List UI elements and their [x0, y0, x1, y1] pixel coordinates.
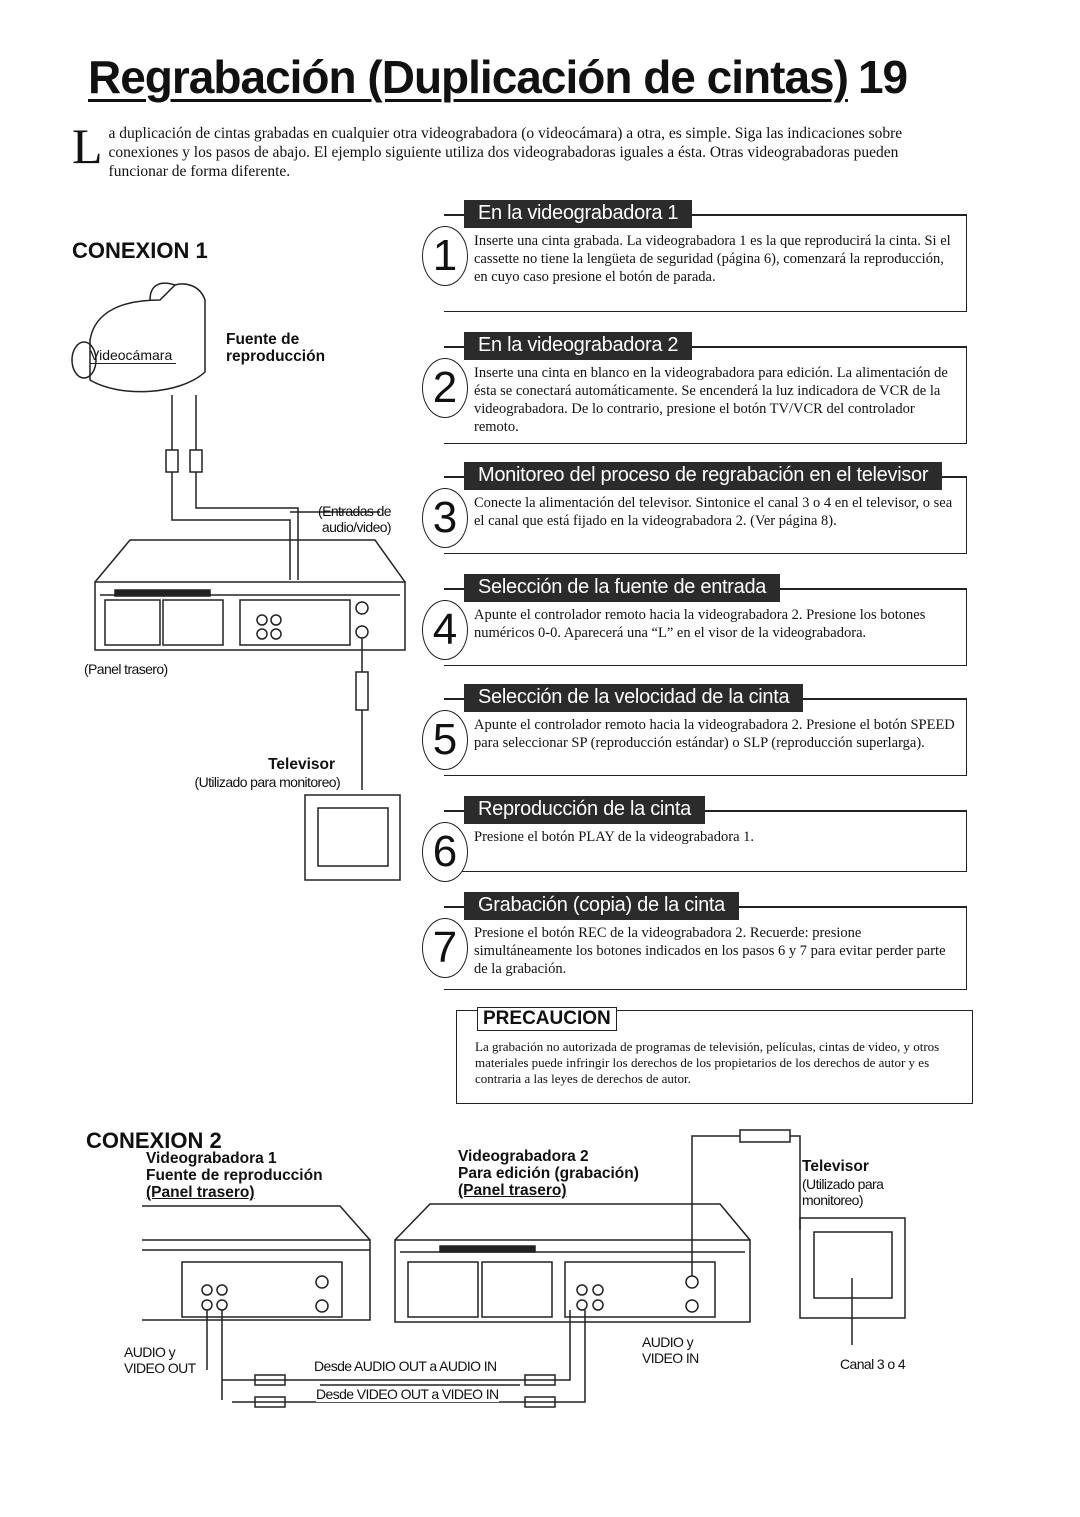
conexion2-heading: CONEXION 2 [86, 1128, 222, 1153]
tv-label: Televisor [268, 756, 335, 773]
step-number: 5 [422, 710, 468, 770]
step-box [444, 810, 967, 872]
intro-text: a duplicación de cintas grabadas en cual… [108, 125, 903, 180]
out-label: AUDIO y VIDEO OUT [124, 1344, 196, 1376]
step-number: 1 [422, 226, 468, 286]
vcr2-label-3: (Panel trasero) [458, 1182, 567, 1199]
tv-sublabel: (Utilizado para monitoreo) [194, 774, 341, 790]
step-number: 7 [422, 918, 468, 978]
step-1: En la videograbadora 1 1 Inserte una cin… [422, 200, 967, 312]
step-number: 3 [422, 488, 468, 548]
precaution-title: PRECAUCION [477, 1007, 617, 1031]
step-7: Grabación (copia) de la cinta 7 Presione… [422, 892, 967, 990]
tv2-label: Televisor [802, 1158, 869, 1175]
camcorder-label: Videocámara [90, 347, 177, 364]
step-text: Apunte el controlador remoto hacia la vi… [474, 717, 955, 751]
step-title: Selección de la fuente de entrada [464, 574, 781, 602]
channel-label: Canal 3 o 4 [840, 1356, 906, 1372]
page-number: 19 [857, 51, 908, 103]
vcr-rear-panel-icon [94, 581, 406, 651]
step-4: Selección de la fuente de entrada 4 Apun… [422, 574, 967, 666]
step-6: Reproducción de la cinta 6 Presione el b… [422, 796, 967, 882]
vcr2-icon [394, 1239, 751, 1323]
step-title: En la videograbadora 1 [464, 200, 693, 228]
camcorder-icon [89, 283, 206, 393]
inputs-label: (Entradas de audio/video) [318, 503, 392, 535]
step-2: En la videograbadora 2 2 Inserte una cin… [422, 332, 967, 444]
step-box [444, 214, 967, 312]
step-title: Reproducción de la cinta [464, 796, 705, 824]
tv2-sublabel: (Utilizado para monitoreo) [802, 1176, 884, 1208]
conexion1-heading: CONEXION 1 [72, 238, 208, 263]
in-label: AUDIO y VIDEO IN [642, 1334, 699, 1366]
page-title-text: Regrabación (Duplicación de cintas) [88, 51, 849, 103]
video-cable-label: Desde VIDEO OUT a VIDEO IN [316, 1386, 499, 1402]
tv-icon [304, 794, 401, 881]
step-text: Apunte el controlador remoto hacia la vi… [474, 607, 926, 641]
step-title: Monitoreo del proceso de regrabación en … [464, 462, 943, 490]
vcr1-label-3: (Panel trasero) [146, 1184, 255, 1201]
step-box [444, 346, 967, 444]
step-title: En la videograbadora 2 [464, 332, 693, 360]
vcr1-label-1: Videograbadora 1 [146, 1150, 277, 1167]
intro-dropcap: L [72, 118, 103, 174]
conexion1-diagram [71, 282, 406, 881]
step-title: Grabación (copia) de la cinta [464, 892, 739, 920]
step-text: Presione el botón PLAY de la videograbad… [474, 829, 755, 845]
step-number: 2 [422, 358, 468, 418]
source-label: Fuente de reproducción [226, 331, 326, 365]
step-number: 4 [422, 600, 468, 660]
step-title: Selección de la velocidad de la cinta [464, 684, 804, 712]
vcr1-label-2: Fuente de reproducción [146, 1167, 323, 1184]
rear-panel-label: (Panel trasero) [84, 661, 168, 677]
step-number: 6 [422, 822, 468, 882]
audio-cable-label: Desde AUDIO OUT a AUDIO IN [314, 1358, 497, 1374]
vcr2-label-1: Videograbadora 2 [458, 1148, 589, 1165]
step-text: Presione el botón REC de la videograbado… [474, 925, 946, 977]
step-3: Monitoreo del proceso de regrabación en … [422, 462, 967, 554]
page-title: Regrabación (Duplicación de cintas)19 [88, 50, 1008, 104]
step-text: Conecte la alimentación del televisor. S… [474, 495, 953, 529]
step-text: Inserte una cinta en blanco en la videog… [474, 365, 948, 435]
precaution-text: La grabación no autorizada de programas … [475, 1039, 940, 1086]
vcr2-label-2: Para edición (grabación) [458, 1165, 639, 1182]
step-text: Inserte una cinta grabada. La videograba… [474, 233, 951, 285]
step-5: Selección de la velocidad de la cinta 5 … [422, 684, 967, 776]
vcr1-icon [142, 1239, 371, 1321]
precaution-box: PRECAUCION La grabación no autorizada de… [456, 1007, 973, 1104]
